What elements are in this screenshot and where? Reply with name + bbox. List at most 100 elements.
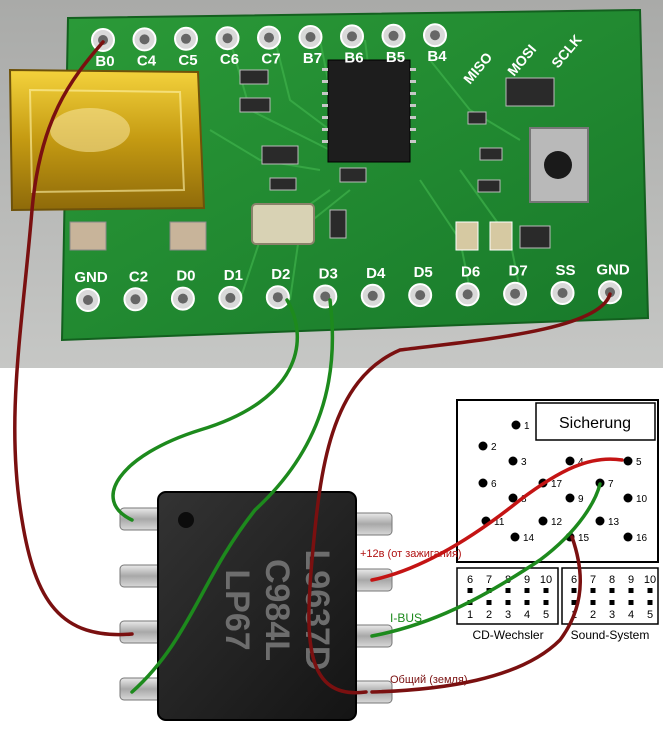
mini-pin-number: 5 [543, 609, 549, 621]
mini-pin [590, 588, 596, 593]
mini-pin [628, 588, 634, 593]
bottom-pin-drill [83, 295, 93, 305]
connector-pin-number: 8 [521, 494, 527, 505]
bottom-pin-label: GND [74, 269, 108, 286]
top-pin-label: C5 [178, 52, 197, 69]
top-pin-label: B6 [344, 49, 363, 66]
mini-pin [628, 600, 634, 605]
mini-pin [647, 588, 653, 593]
top-pin-label: B4 [427, 48, 447, 65]
mini-pin [609, 588, 615, 593]
top-pin-drill [388, 30, 399, 41]
mini-pin-number: 7 [486, 574, 492, 586]
connector-pin-number: 12 [551, 517, 563, 528]
bottom-pin-label: D5 [414, 264, 433, 281]
mini-pin [543, 588, 549, 593]
connector-pin-dot [478, 478, 488, 488]
mini-pin-number: 2 [590, 609, 596, 621]
bottom-pin-label: D0 [176, 268, 195, 285]
connector-pin-number: 9 [578, 494, 584, 505]
bottom-pin-label: D3 [319, 266, 338, 283]
connector-pin-dot [565, 456, 575, 466]
chip-marking: L9637D C984L LP67 [218, 550, 336, 671]
mini-pin [467, 588, 473, 593]
connector-pin-dot [508, 456, 518, 466]
connector-pin-number: 7 [608, 479, 614, 490]
mini-pin [524, 600, 530, 605]
connector-pin-dot [565, 493, 575, 503]
wire-ibus-to-connector [370, 482, 602, 638]
connector-pin-number: 13 [608, 517, 620, 528]
pcb-board [60, 8, 650, 342]
bottom-pin-drill [272, 292, 283, 303]
bottom-pin-label: C2 [129, 268, 148, 285]
mini-pin-number: 9 [524, 574, 530, 586]
mini-pin [571, 600, 577, 605]
top-pin-drill [264, 32, 274, 43]
wire-d2-to-chip [111, 298, 300, 522]
connector-pin-dot [595, 516, 605, 526]
top-pin-label: C6 [220, 51, 239, 68]
mcu-chip [327, 59, 411, 163]
connector-pin-dot [623, 493, 633, 503]
chip-marking-line1: L9637D [298, 550, 336, 671]
ground-label: Общий (земля) [390, 674, 468, 686]
connector-pin-dot [510, 532, 520, 542]
crystal [251, 203, 315, 245]
bottom-pin-label: D4 [366, 265, 386, 282]
mini-pin-number: 1 [467, 609, 473, 621]
top-pin-drill [139, 34, 150, 45]
mini-pin-number: 7 [590, 574, 596, 586]
mini-pin-number: 4 [628, 609, 634, 621]
mini-pin [524, 588, 530, 593]
connector-pin-number: 5 [636, 457, 642, 468]
fuse-box [535, 402, 656, 441]
top-pin-label: B7 [303, 50, 322, 67]
mini-pin-number: 5 [647, 609, 653, 621]
mini-pin [590, 600, 596, 605]
chip-marking-line2: C984L [258, 559, 296, 661]
bottom-pin-drill [462, 289, 473, 300]
bottom-pin-label: D7 [508, 263, 527, 280]
connector-pin-number: 10 [636, 494, 648, 505]
ibus-label: I-BUS [390, 611, 422, 625]
wire-gnd-to-chip [307, 292, 612, 695]
wire-supply-to-chip [13, 40, 134, 637]
top-pin-drill [347, 31, 357, 42]
bottom-pin-drill [510, 288, 521, 299]
top-pin-drill [430, 30, 440, 41]
mini-pin [609, 600, 615, 605]
connector-pin-number: 16 [636, 533, 648, 544]
bottom-pin-row: GND C2 D0 D1 D2 D3 D4 D5 D6 D7 SS GND [74, 261, 630, 312]
wire-ground-to-connector [370, 535, 582, 694]
top-pin-label: B0 [95, 53, 114, 70]
bottom-pin-label: D2 [271, 266, 290, 283]
led-2 [489, 221, 513, 251]
bottom-pin-drill [415, 290, 426, 301]
mini-pin-number: 2 [486, 609, 492, 621]
mini-pin-number: 4 [524, 609, 530, 621]
bottom-pin-drill [367, 290, 378, 301]
bottom-pin-label: SS [556, 262, 576, 279]
mini-pin [647, 600, 653, 605]
connector-pin-number: 1 [524, 421, 530, 432]
connector-pin-number: 14 [523, 533, 535, 544]
connector-pin-number: 17 [551, 479, 563, 490]
mini-pin-number: 10 [540, 574, 552, 586]
top-pin-label: B5 [386, 49, 405, 66]
connector-pin-dot [508, 493, 518, 503]
connector-pin-number: 3 [521, 457, 527, 468]
connector-pin-number: 11 [494, 517, 505, 528]
bottom-pin-label: GND [596, 261, 630, 278]
bottom-pin-label: D6 [461, 263, 480, 280]
bottom-pin-drill [320, 291, 331, 302]
wire-d3-to-chip [130, 298, 335, 694]
connector-pin-dot [478, 441, 488, 451]
bottom-pin-label: D1 [224, 267, 243, 284]
cd-changer-plug [456, 567, 559, 625]
